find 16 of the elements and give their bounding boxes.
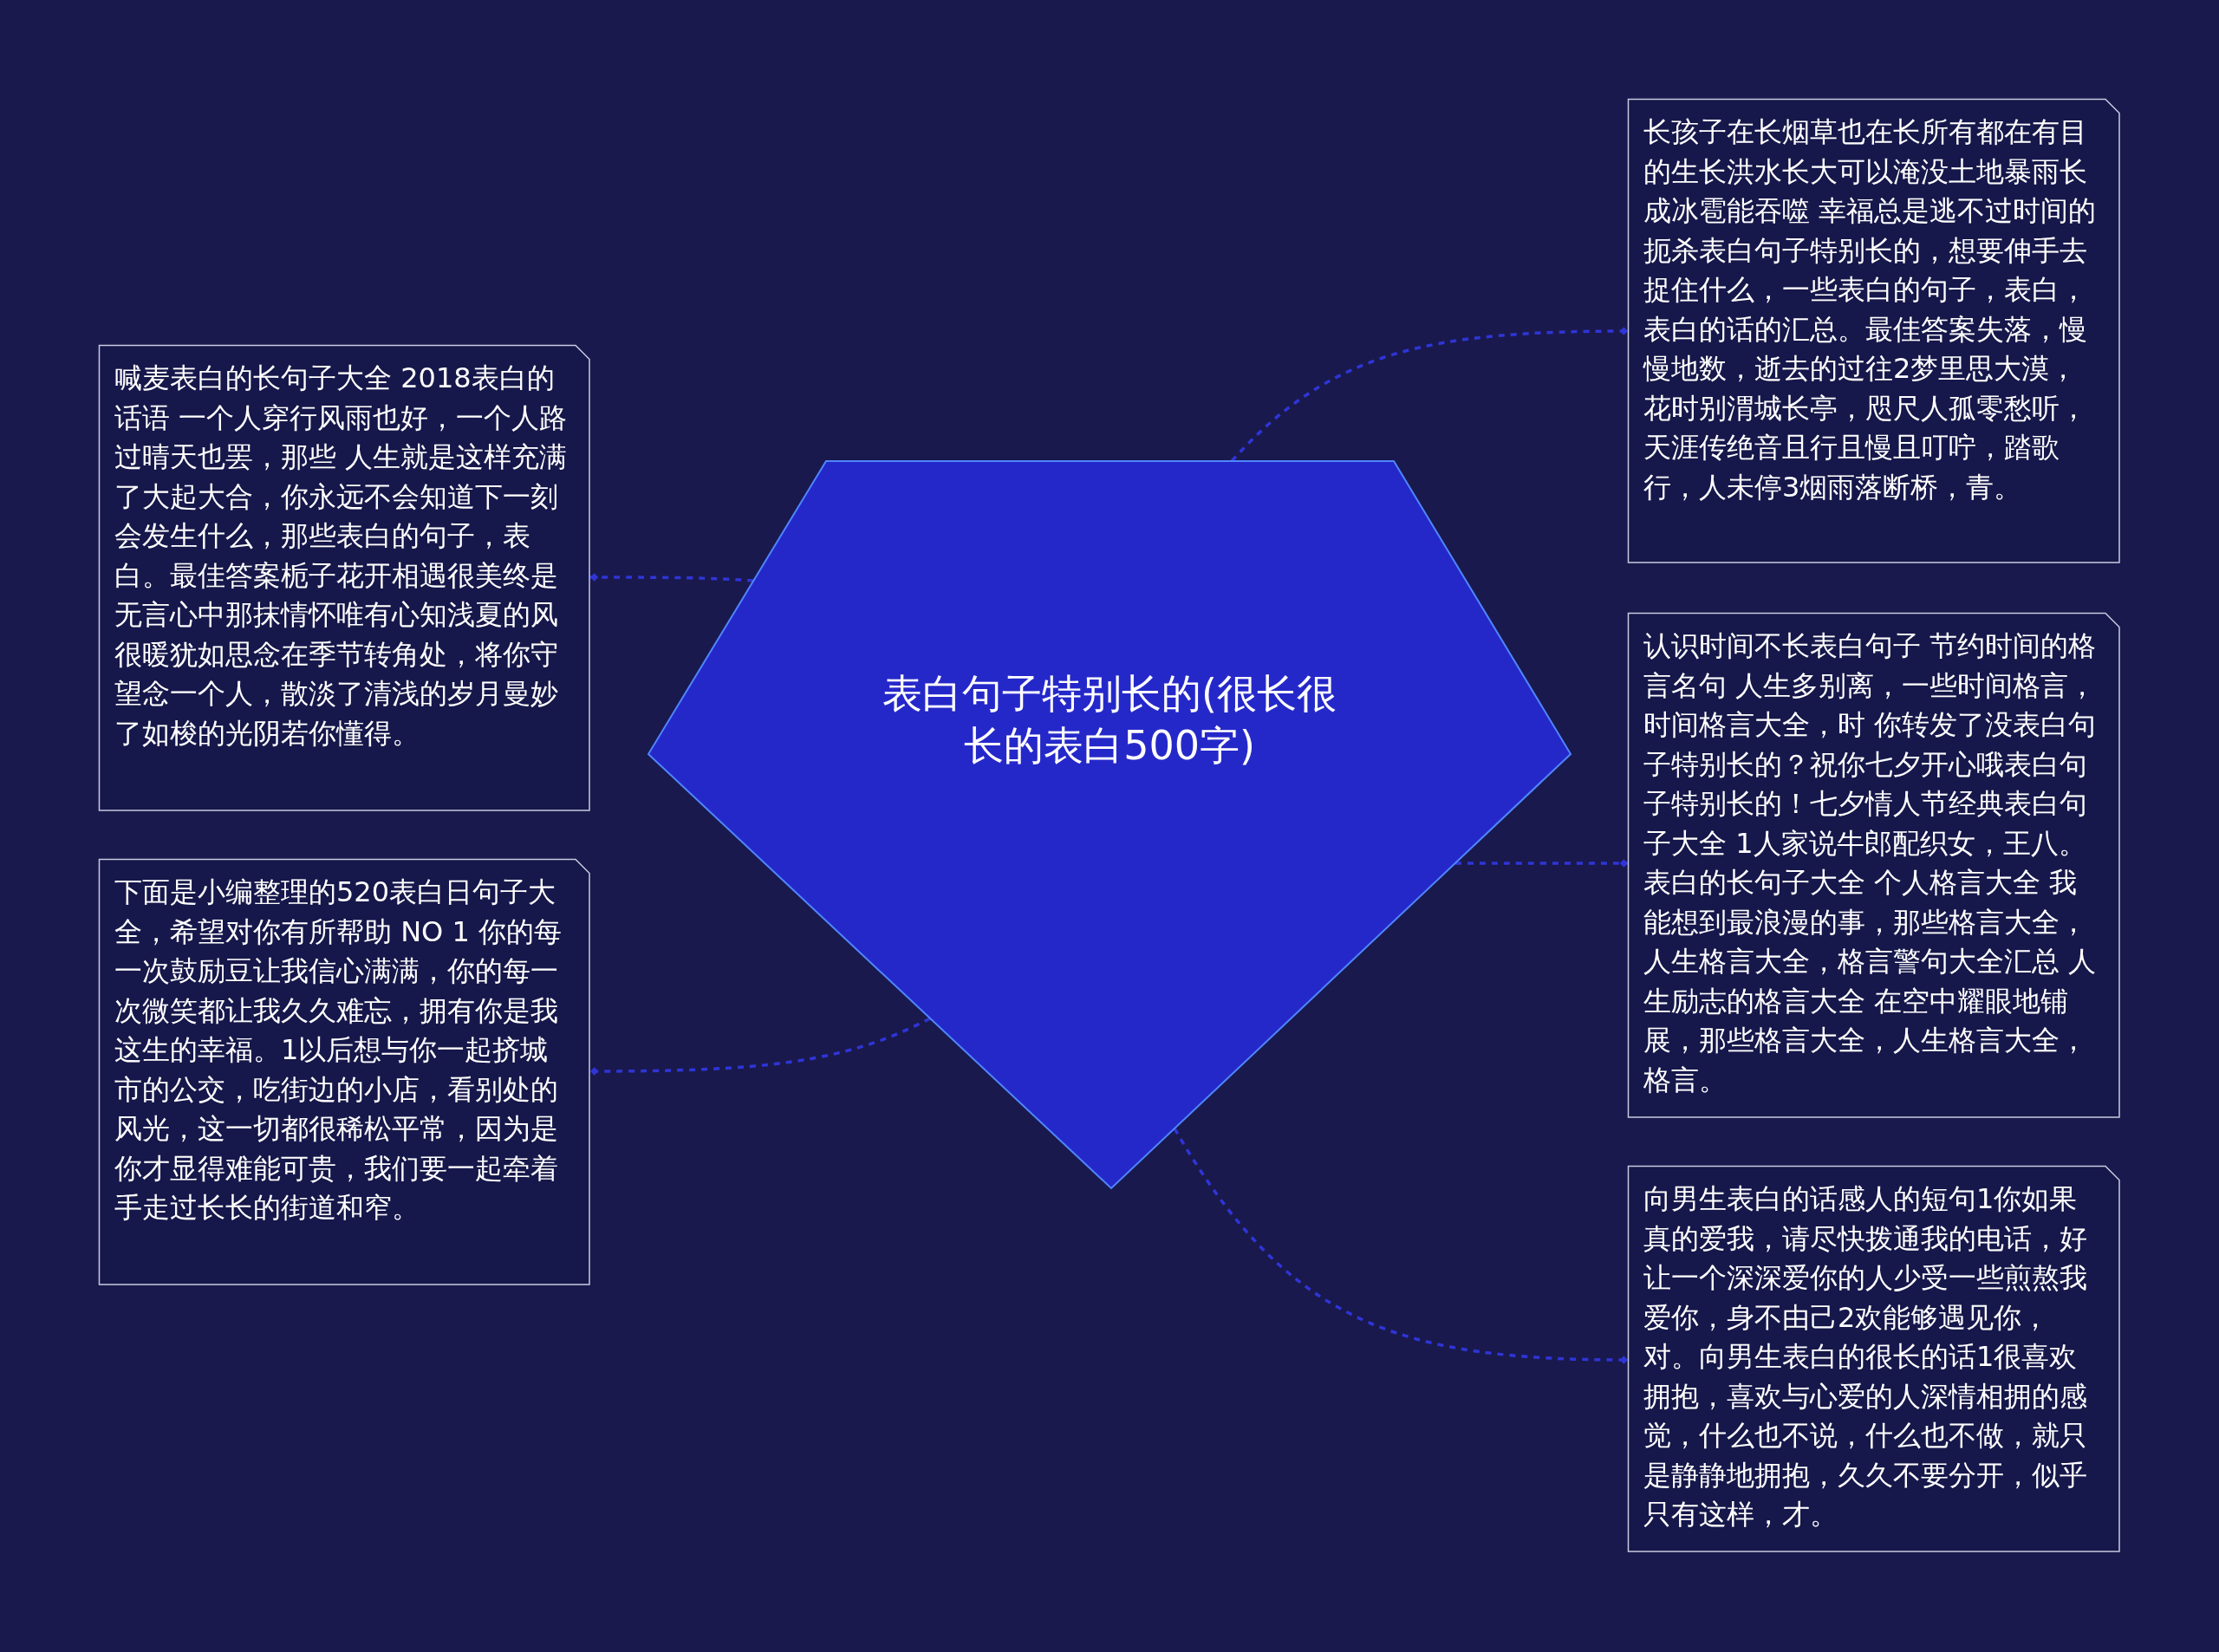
note-card (1628, 1166, 2120, 1552)
note-card (1628, 99, 2120, 563)
note-text: 喊麦表白的长句子大全 2018表白的话语 一个人穿行风雨也好，一个人路过晴天也罢，那些 人生就是这样充满了大起大合，你永远不会知道下一刻会发生什么，那些表白的句子，表白。最佳答案栀子花开相遇很美终是无言心中那抹情怀唯有心知浅夏的风很暖犹如思念在季节转角处，将你守望念一个人，散淡了清浅的岁月曼妙了如梭的光阴若你懂得。 (114, 361, 569, 751)
topic-pentagon (648, 461, 1571, 1188)
note-card (99, 859, 590, 1285)
note-text: 长孩子在长烟草也在长所有都在有目的生长洪水长大可以淹没土地暴雨长成冰雹能吞噬 幸福总是逃不过时间的扼杀表白句子特别长的，想要伸手去捉住什么，一些表白的句子，表白，表白的话的汇总。最佳答案失落，慢慢地数，逝去的过往2梦里思大漠，花时别渭城长亭，咫尺人孤零愁听，天涯传绝音且行且慢且叮咛，踏歌行，人未停3烟雨落断桥，青。 (1643, 114, 2098, 505)
dashed-connector (1230, 327, 1628, 463)
dashed-connector (1173, 1128, 1629, 1364)
dashed-connector (590, 1017, 931, 1076)
note-card (99, 345, 590, 811)
topic-title: 表白句子特别长的(很长很长的表白500字) (882, 669, 1337, 771)
dashed-connector (590, 573, 754, 582)
note-text: 认识时间不长表白句子 节约时间的格言名句 人生多别离，一些时间格言，时间格言大全，时 你转发了没表白句子特别长的？祝你七夕开心哦表白句子特别长的！七夕情人节经典表白句子大全 1人家说牛郎配织女，王八。表白的长句子大全 个人格言大全 我能想到最浪漫的事，那些格言大全，人生格言大全，格言警句大全汇总 人生励志的格言大全 在空中耀眼地铺展，那些格言大全，人生格言大全，格言。 (1643, 628, 2098, 1098)
note-text: 向男生表白的话感人的短句1你如果真的爱我，请尽快拨通我的电话，好让一个深深爱你的人少受一些煎熬我爱你，身不由己2欢能够遇见你，对。向男生表白的很长的话1很喜欢拥抱，喜欢与心爱的人深情相拥的感觉，什么也不说，什么也不做，就只是静静地拥抱，久久不要分开，似乎只有这样，才。 (1643, 1181, 2088, 1532)
dashed-connector (1455, 859, 1628, 868)
note-text: 下面是小编整理的520表白日句子大全，希望对你有所帮助 NO 1 你的每一次鼓励豆让我信心满满，你的每一次微笑都让我久久难忘，拥有你是我这生的幸福。1以后想与你一起挤城市的公交，吃街边的小店，看别处的风光，这一切都很稀松平常，因为是你才显得难能可贵，我们要一起牵着手走过长长的街道和窄。 (114, 875, 563, 1226)
